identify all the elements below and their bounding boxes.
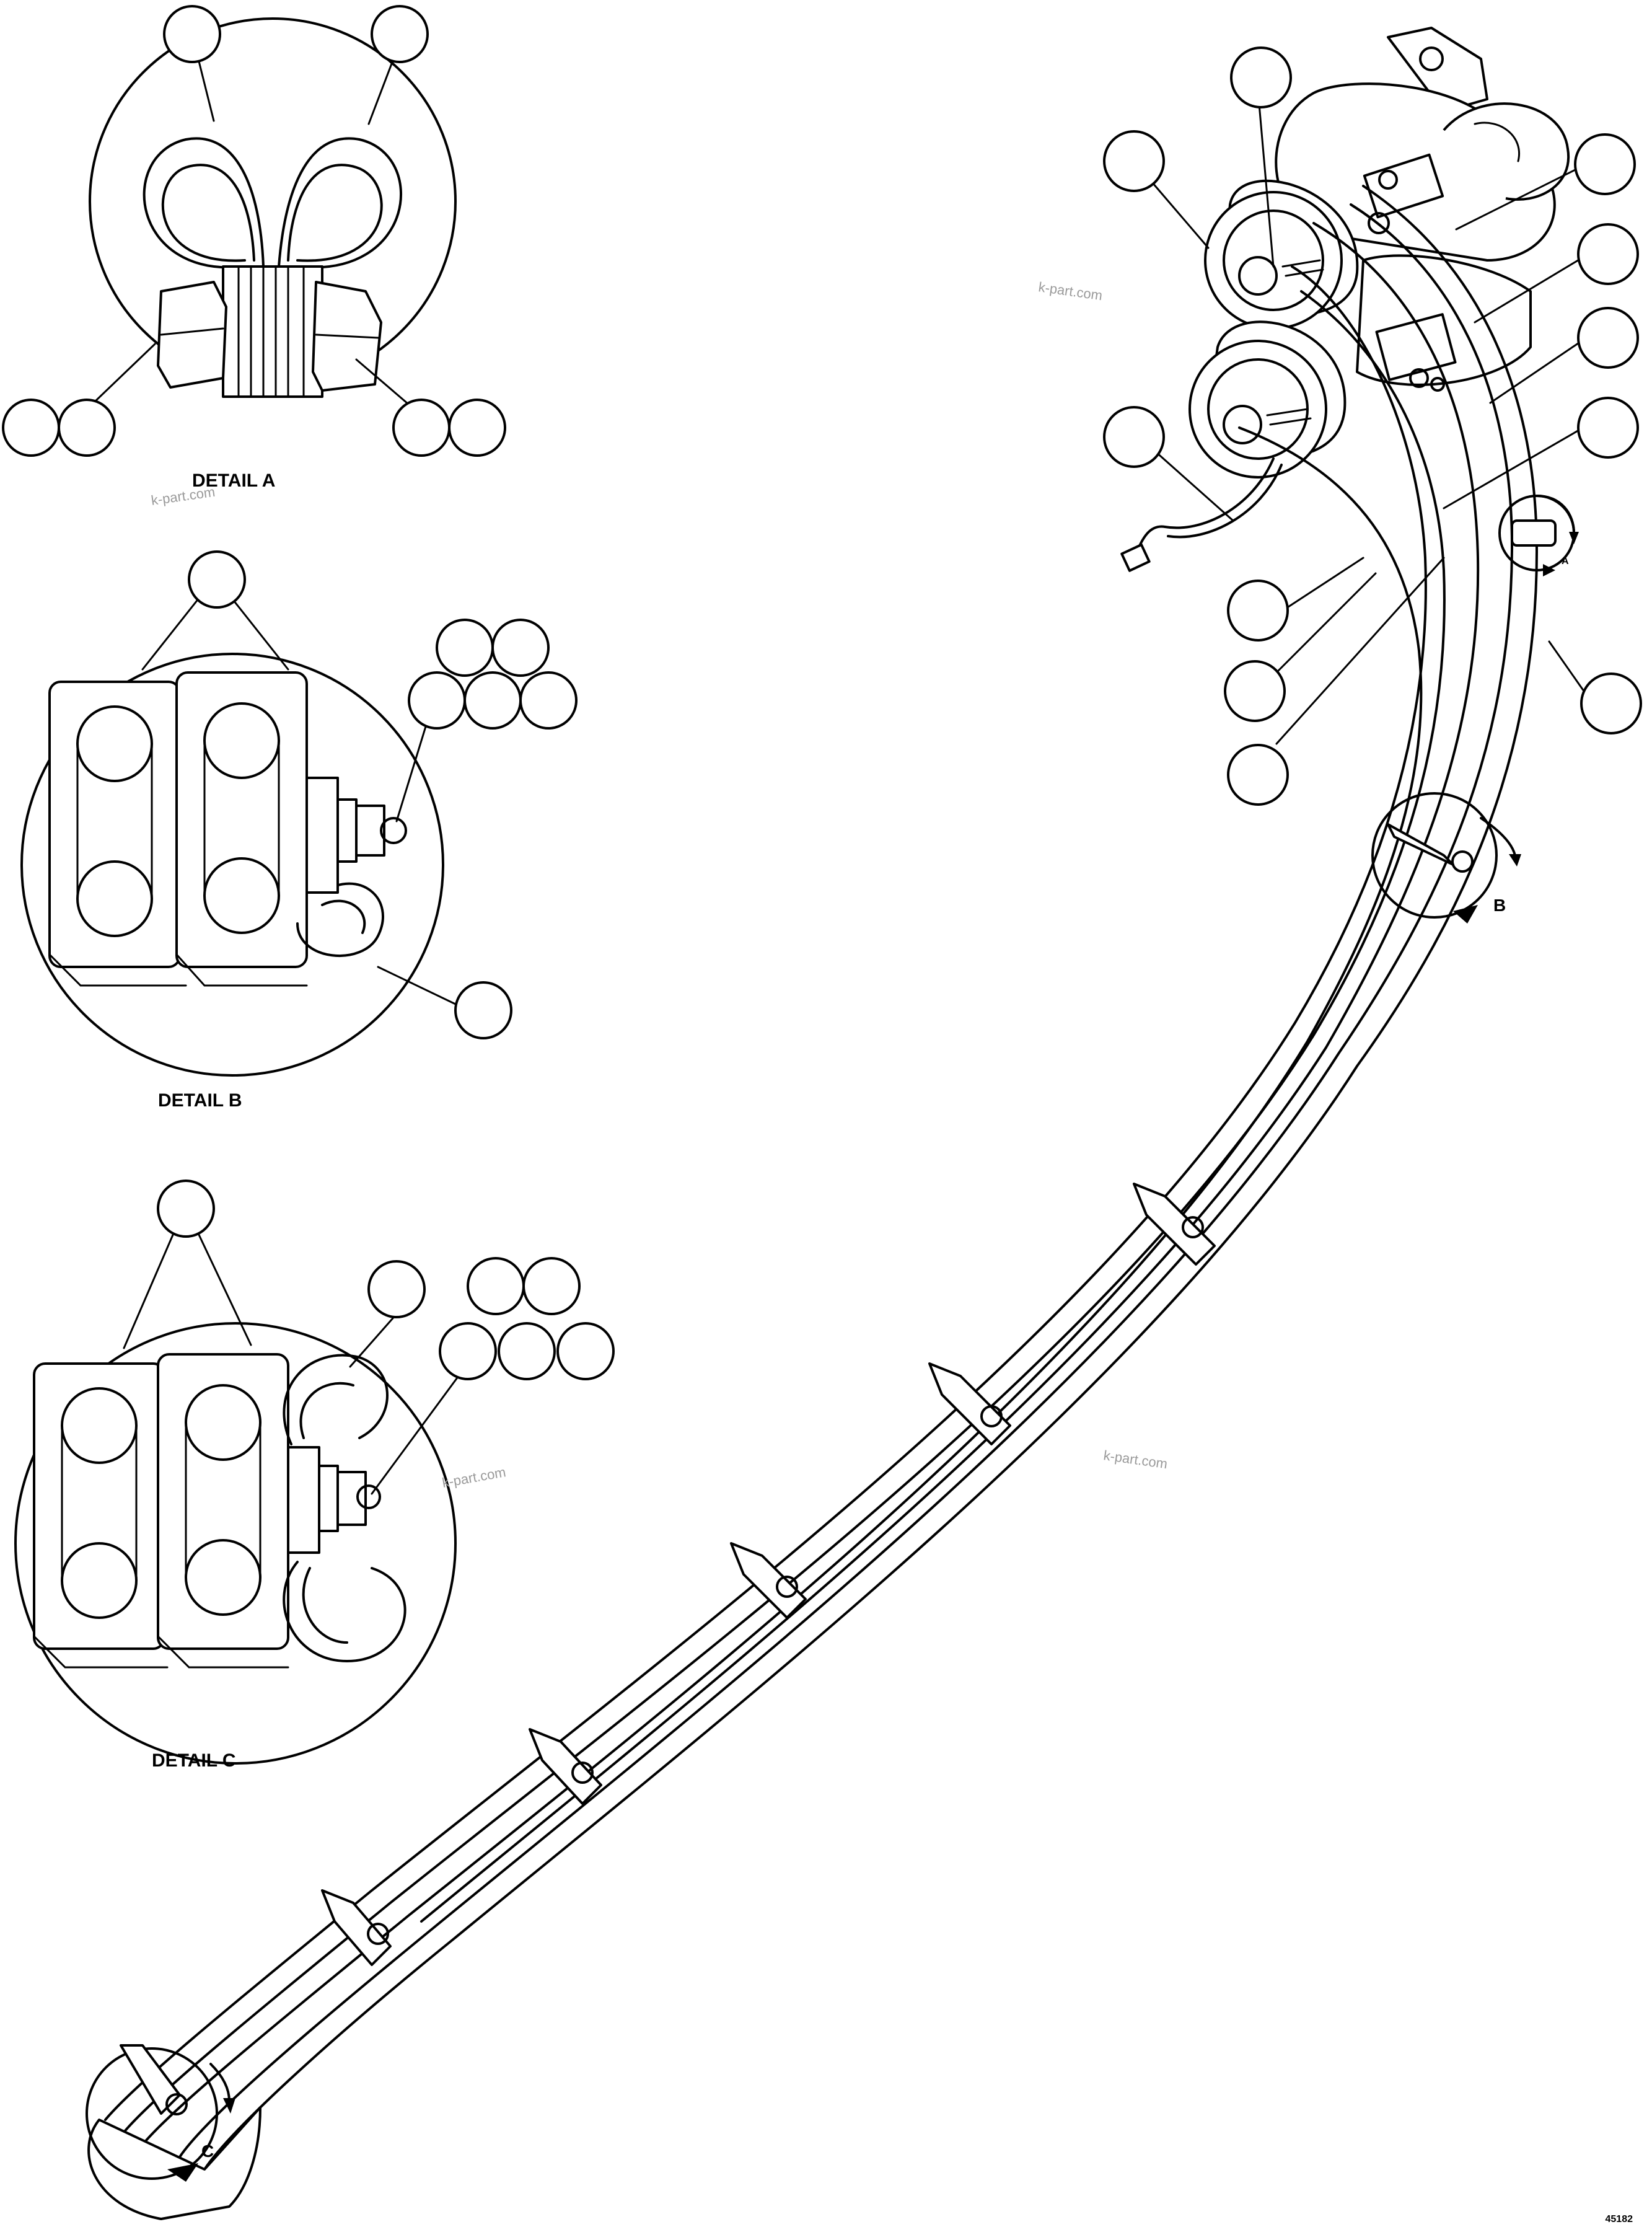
callout-bubble: [448, 399, 506, 457]
callout-bubble: [163, 5, 221, 63]
callout-bubble: [1103, 130, 1165, 192]
callout-bubble: [2, 399, 60, 457]
view-marker-c: C: [86, 2044, 235, 2182]
detail-c-title: DETAIL C: [152, 1750, 236, 1771]
callout-bubble: [1230, 46, 1292, 108]
detail-a-title: DETAIL A: [192, 470, 275, 491]
detail-b-view: DETAIL B: [20, 550, 578, 1111]
clamp-station: [730, 1542, 807, 1619]
callout-bubble: [1577, 307, 1639, 369]
callout-bubble: [1580, 673, 1642, 734]
callout-bubble: [556, 1322, 615, 1380]
drawing-number: 45182: [1606, 2214, 1633, 2225]
watermark: k-part.com: [441, 1464, 507, 1491]
callout-bubble: [188, 550, 246, 609]
svg-text:C: C: [201, 2141, 214, 2161]
callout-bubble: [1224, 660, 1286, 722]
callout-bubble: [467, 1257, 525, 1315]
callout-bubble: [408, 671, 466, 730]
svg-text:A: A: [1562, 556, 1569, 567]
callout-bubble: [436, 619, 494, 677]
detail-b-title: DETAIL B: [158, 1090, 242, 1111]
cylinder-lower: [1188, 320, 1347, 478]
callout-bubble: [1227, 580, 1289, 642]
watermark: k-part.com: [150, 484, 216, 508]
callout-bubble: [522, 1257, 581, 1315]
callout-bubble: [519, 671, 578, 730]
view-marker-b: B: [1371, 792, 1521, 924]
hose-bundle: [87, 185, 1538, 2220]
clamp-station: [928, 1362, 1011, 1445]
callout-bubble: [439, 1322, 497, 1380]
clamp-station: [321, 1889, 392, 1966]
main-assembly-view: A B C: [86, 27, 1642, 2220]
callout-bubble: [1577, 223, 1639, 285]
callout-bubble: [1577, 397, 1639, 459]
callout-bubble: [1227, 744, 1289, 806]
callout-bubble: [1574, 133, 1636, 195]
clamp-station: [1133, 1183, 1216, 1266]
callout-bubble: [464, 671, 522, 730]
callout-bubble: [454, 981, 512, 1039]
callout-bubble: [498, 1322, 556, 1380]
callout-bubble: [367, 1260, 426, 1318]
callout-bubble: [392, 399, 450, 457]
double-clamp-block: [48, 671, 308, 987]
callout-bubble: [491, 619, 550, 677]
valve-block: [1275, 27, 1570, 392]
view-marker-a: A: [1498, 495, 1579, 576]
detail-c-view: DETAIL C k-part.com: [14, 1180, 615, 1771]
svg-text:B: B: [1493, 896, 1506, 915]
callout-bubble: [371, 5, 429, 63]
watermark: k-part.com: [1037, 279, 1103, 303]
detail-a-view: DETAIL A k-part.com: [2, 5, 506, 508]
callout-bubble: [58, 399, 116, 457]
callout-bubble: [1103, 406, 1165, 468]
watermark: k-part.com: [1102, 1447, 1168, 1471]
callout-bubble: [157, 1180, 215, 1238]
clamp-station: [529, 1728, 602, 1805]
double-clamp-block: [33, 1353, 289, 1669]
